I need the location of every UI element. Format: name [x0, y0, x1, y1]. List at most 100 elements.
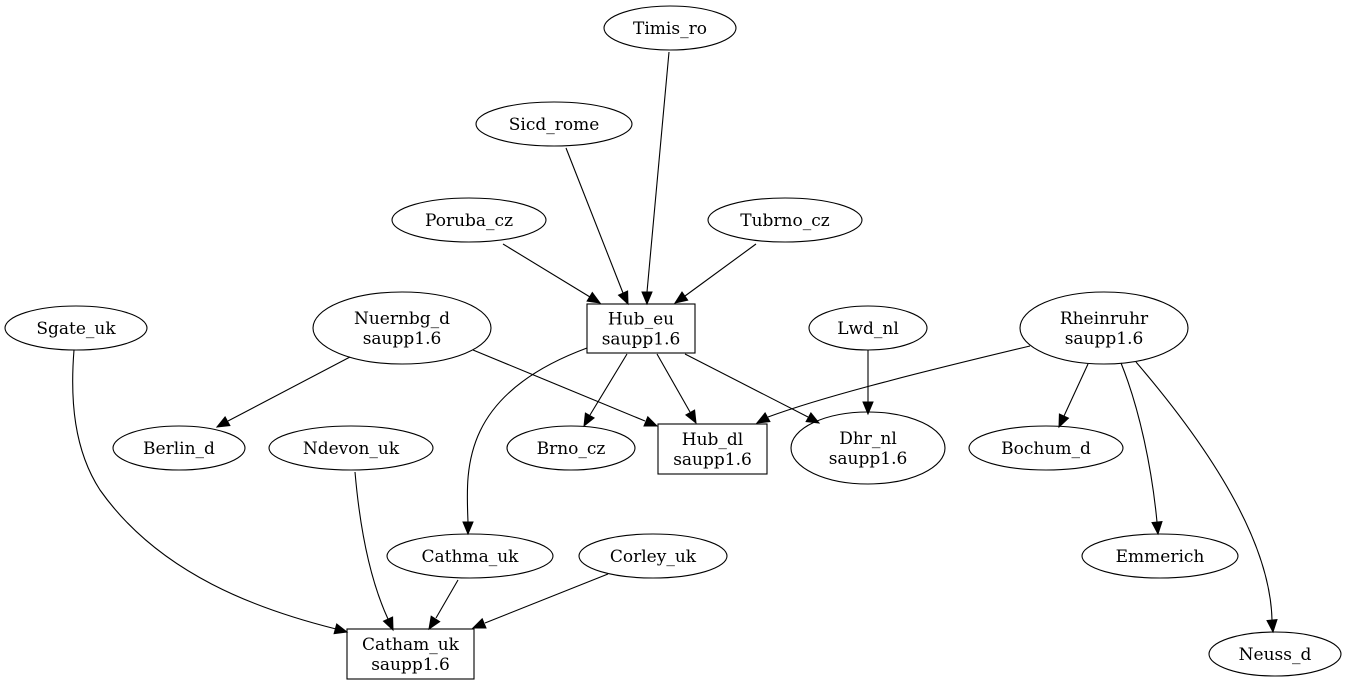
arrowhead-icon [462, 521, 474, 536]
edge-hub-eu-to-hub-dl [656, 353, 697, 425]
node-label: Timis_ro [633, 19, 707, 39]
node-neuss-d[interactable]: Neuss_d [1208, 631, 1342, 677]
node-ellipse [386, 533, 554, 579]
arrowhead-icon [617, 290, 629, 306]
node-label: Neuss_d [1239, 645, 1312, 665]
node-bochum-d[interactable]: Bochum_d [968, 425, 1124, 471]
arrowhead-icon [333, 623, 349, 635]
node-ellipse [4, 305, 148, 351]
edge-sicd-rome-to-hub-eu [565, 147, 629, 306]
edge-line [684, 243, 757, 297]
edge-nuernbg-d-to-hub-dl [472, 349, 659, 427]
node-ellipse [391, 197, 547, 243]
node-ellipse [707, 197, 863, 243]
edge-ndevon-uk-to-catham-uk [354, 471, 394, 632]
node-label: Rheinruhr [1060, 309, 1149, 329]
node-label: Cathma_uk [422, 547, 520, 567]
edge-timis-ro-to-hub-eu [641, 51, 670, 306]
edge-line [354, 471, 389, 620]
node-sublabel: saupp1.6 [829, 449, 908, 469]
arrowhead-icon [1151, 521, 1163, 536]
edge-nuernbg-d-to-berlin-d [215, 356, 351, 428]
edges-layer [72, 51, 1278, 635]
node-sicd-rome[interactable]: Sicd_rome [475, 101, 633, 147]
arrowhead-icon [643, 415, 659, 427]
node-ndevon-uk[interactable]: Ndevon_uk [268, 425, 434, 471]
edge-rheinruhr-to-emmerich [1120, 362, 1163, 536]
edge-line [227, 356, 351, 422]
node-ellipse [268, 425, 434, 471]
edge-corley-uk-to-catham-uk [471, 573, 609, 629]
edge-line [656, 353, 691, 413]
edge-line [466, 347, 588, 523]
edge-hub-eu-to-cathma-uk [462, 347, 588, 536]
node-sgate-uk[interactable]: Sgate_uk [4, 305, 148, 351]
node-label: Ndevon_uk [303, 439, 400, 459]
node-label: Nuernbg_d [354, 309, 450, 329]
edge-line [1135, 361, 1273, 621]
edge-line [767, 345, 1031, 418]
edge-rheinruhr-to-hub-dl [755, 345, 1031, 424]
node-ellipse [603, 5, 737, 51]
node-box [586, 303, 696, 354]
node-corley-uk[interactable]: Corley_uk [578, 533, 728, 579]
node-sublabel: saupp1.6 [1065, 329, 1144, 349]
edge-poruba-cz-to-hub-eu [502, 243, 602, 304]
edge-hub-eu-to-brno-cz [583, 353, 628, 428]
node-box [657, 423, 768, 475]
node-sublabel: saupp1.6 [371, 655, 450, 675]
edge-line [589, 353, 628, 416]
node-brno-cz[interactable]: Brno_cz [506, 425, 636, 471]
node-poruba-cz[interactable]: Poruba_cz [391, 197, 547, 243]
node-label: Dhr_nl [839, 429, 897, 449]
node-label: Brno_cz [537, 439, 606, 459]
node-label: Catham_uk [362, 635, 460, 655]
edge-line [435, 579, 459, 619]
node-cathma-uk[interactable]: Cathma_uk [386, 533, 554, 579]
node-lwd-nl[interactable]: Lwd_nl [808, 305, 928, 351]
node-ellipse [808, 305, 928, 351]
node-box [346, 628, 475, 680]
edge-lwd-nl-to-dhr-nl [862, 350, 874, 416]
edge-rheinruhr-to-bochum-d [1058, 363, 1089, 429]
arrowhead-icon [215, 416, 231, 428]
arrowhead-icon [1058, 413, 1070, 429]
arrowhead-icon [586, 291, 602, 304]
edge-cathma-uk-to-catham-uk [428, 579, 459, 631]
edge-line [472, 349, 646, 422]
edge-line [72, 349, 337, 630]
node-ellipse [1019, 291, 1189, 365]
arrowhead-icon [755, 412, 771, 424]
node-emmerich[interactable]: Emmerich [1081, 533, 1239, 579]
node-label: Emmerich [1116, 547, 1205, 567]
edge-line [646, 51, 670, 293]
edge-line [565, 147, 624, 294]
node-sublabel: saupp1.6 [673, 450, 752, 470]
arrowhead-icon [862, 401, 874, 416]
node-sublabel: saupp1.6 [363, 329, 442, 349]
arrowhead-icon [641, 291, 653, 306]
node-berlin-d[interactable]: Berlin_d [112, 425, 246, 471]
node-tubrno-cz[interactable]: Tubrno_cz [707, 197, 863, 243]
node-label: Sgate_uk [36, 319, 116, 339]
edge-line [502, 243, 591, 298]
arrowhead-icon [583, 412, 595, 428]
node-timis-ro[interactable]: Timis_ro [603, 5, 737, 51]
node-label: Poruba_cz [425, 211, 513, 231]
node-ellipse [312, 291, 492, 365]
arrowhead-icon [382, 616, 394, 632]
node-label: Tubrno_cz [740, 211, 830, 231]
node-label: Corley_uk [610, 547, 697, 567]
edge-tubrno-cz-to-hub-eu [673, 243, 757, 304]
arrowhead-icon [805, 412, 821, 424]
node-label: Bochum_d [1001, 439, 1091, 459]
edge-rheinruhr-to-neuss-d [1135, 361, 1278, 634]
edge-sgate-uk-to-catham-uk [72, 349, 349, 635]
